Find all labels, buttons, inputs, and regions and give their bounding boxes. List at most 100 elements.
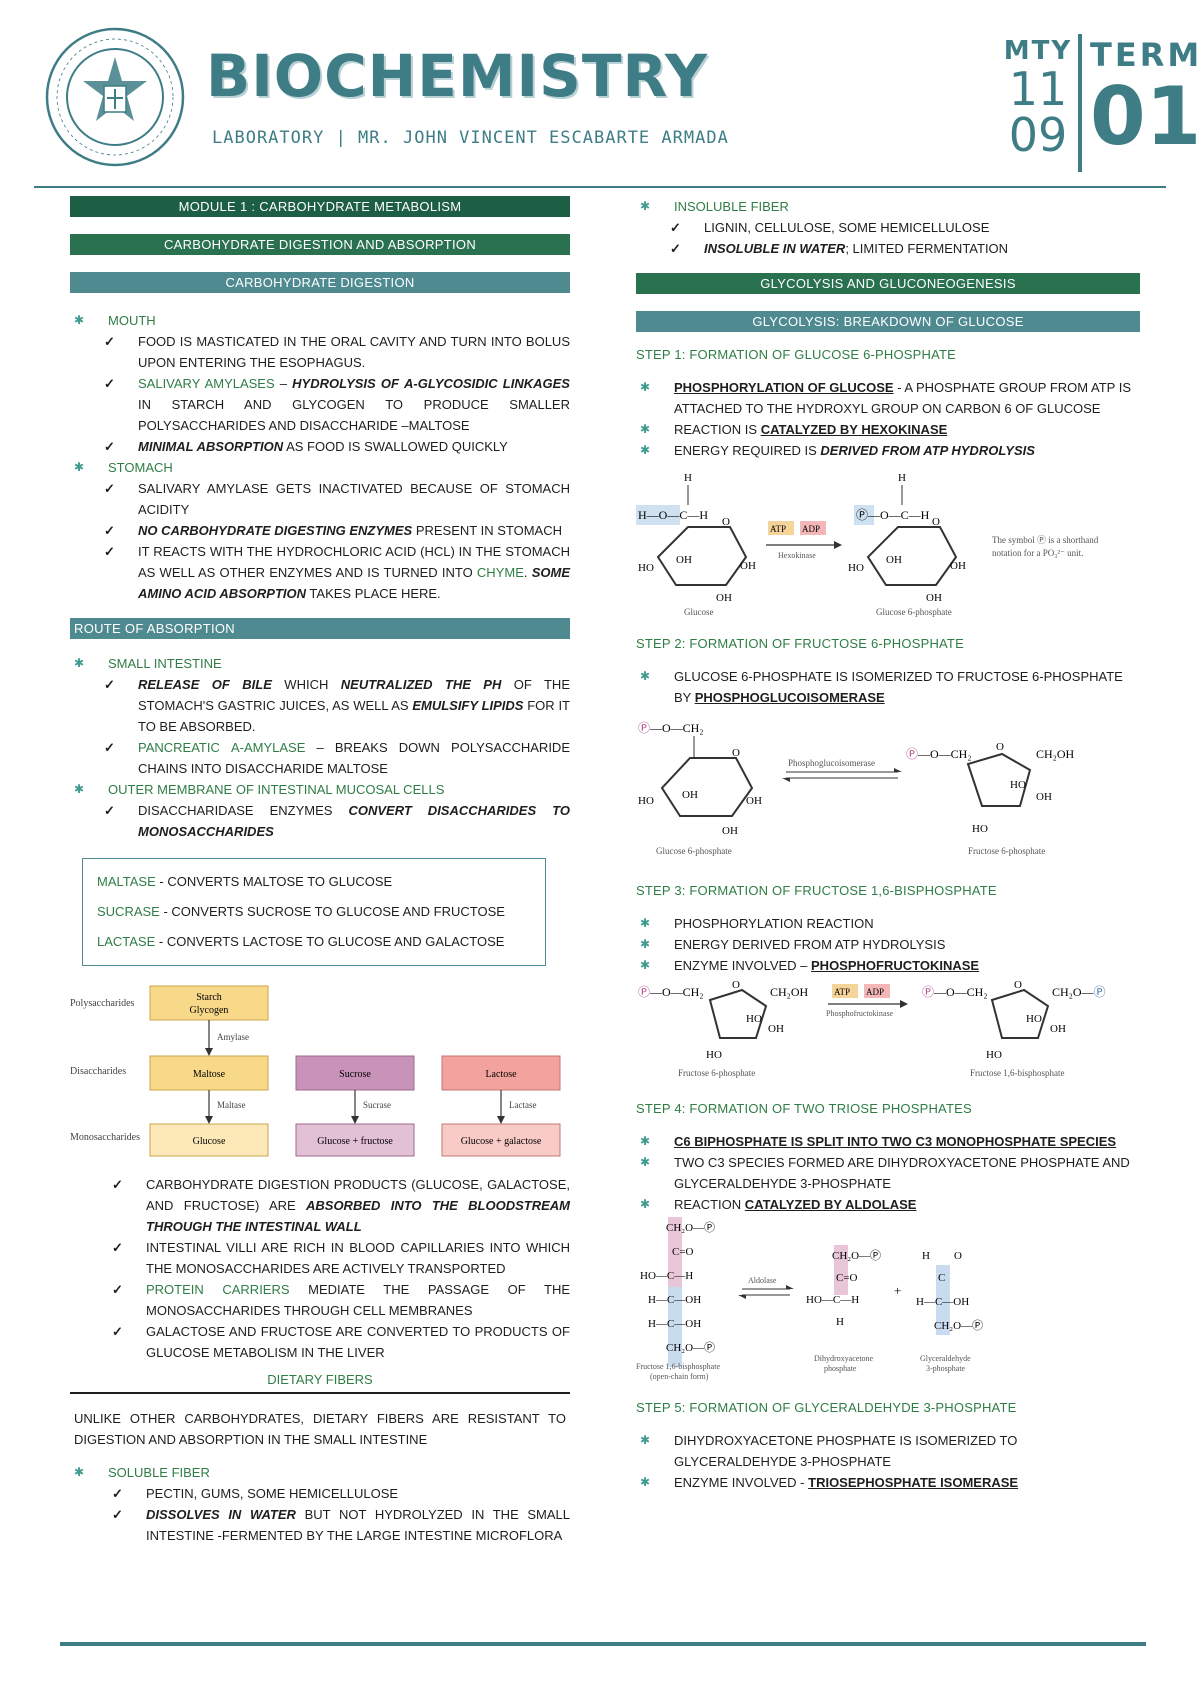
step3-reaction-figure: Ⓟ—O—CH₂ O CH₂OH HO OH HO Fructose 6-phos… <box>638 979 1106 1078</box>
list-item: LIGNIN, CELLULOSE, SOME HEMICELLULOSE <box>636 217 1140 238</box>
svg-text:OH: OH <box>1050 1023 1066 1035</box>
svg-text:O: O <box>722 516 730 528</box>
fructose6p-caption-2: Fructose 6-phosphate <box>678 1068 755 1078</box>
lactose-label: Lactose <box>485 1069 517 1080</box>
list-item: PANCREATIC Α-AMYLASE – BREAKS DOWN POLYS… <box>70 737 570 779</box>
list-item: INTESTINAL VILLI ARE RICH IN BLOOD CAPIL… <box>70 1237 570 1279</box>
adp-label-2: ADP <box>866 987 884 997</box>
svg-text:C=O: C=O <box>672 1246 694 1258</box>
list-item: PHOSPHORYLATION OF GLUCOSE - A PHOSPHATE… <box>636 377 1140 419</box>
open-chain-caption: (open-chain form) <box>650 1372 709 1381</box>
starch-label: Starch <box>196 992 222 1003</box>
svg-text:Ⓟ—O—CH₂: Ⓟ—O—CH₂ <box>638 721 704 735</box>
footer-divider <box>60 1642 1146 1646</box>
list-item: MINIMAL ABSORPTION AS FOOD IS SWALLOWED … <box>70 436 570 457</box>
svg-text:C=O: C=O <box>836 1272 858 1284</box>
term-number: 01 <box>1090 70 1200 163</box>
module-bar: MODULE 1 : CARBOHYDRATE METABOLISM <box>70 196 570 217</box>
mty-bottom-number: 09 <box>1008 108 1068 162</box>
glucose6p-caption-2: Glucose 6-phosphate <box>656 846 732 856</box>
step3-title: STEP 3: FORMATION OF FRUCTOSE 1,6-BISPHO… <box>636 883 997 898</box>
fructose16bp-caption: Fructose 1,6-bisphosphate <box>970 1068 1065 1078</box>
right-column: INSOLUBLE FIBER LIGNIN, CELLULOSE, SOME … <box>636 196 1140 1493</box>
svg-text:CH₂O—Ⓟ: CH₂O—Ⓟ <box>1052 985 1106 999</box>
hexokinase-label: Hexokinase <box>778 551 816 560</box>
mty-block: MTY 11 09 <box>1003 36 1073 158</box>
enzyme-box: MALTASE - CONVERTS MALTOSE TO GLUCOSE SU… <box>82 858 546 966</box>
stomach-heading: STOMACH <box>70 457 570 478</box>
g3p-caption-1: Glyceraldehyde <box>920 1354 971 1363</box>
svg-text:O: O <box>1014 979 1022 991</box>
svg-text:CH₂O—Ⓟ: CH₂O—Ⓟ <box>934 1319 983 1332</box>
list-item: ENERGY REQUIRED IS DERIVED FROM ATP HYDR… <box>636 440 1140 461</box>
svg-text:HO—C—H: HO—C—H <box>640 1270 693 1282</box>
step2-reaction-figure: Ⓟ—O—CH₂ O OH OH HO OH Glucose 6-phosphat… <box>638 721 1075 856</box>
svg-text:OH: OH <box>1036 791 1052 803</box>
amylase-label: Amylase <box>217 1032 249 1042</box>
svg-text:HO: HO <box>638 795 654 807</box>
small-intestine-heading: SMALL INTESTINE <box>70 653 570 674</box>
svg-text:CH₂O—Ⓟ: CH₂O—Ⓟ <box>666 1341 715 1354</box>
svg-text:H: H <box>898 472 906 484</box>
list-item: IT REACTS WITH THE HYDROCHLORIC ACID (HC… <box>70 541 570 604</box>
left-column: MODULE 1 : CARBOHYDRATE METABOLISM CARBO… <box>70 196 570 1546</box>
glucose-galactose-label: Glucose + galactose <box>461 1136 542 1147</box>
svg-text:HO: HO <box>848 562 864 574</box>
page-subtitle: LABORATORY | MR. JOHN VINCENT ESCABARTE … <box>212 128 729 148</box>
svg-text:HO: HO <box>972 823 988 835</box>
header-divider <box>34 186 1166 188</box>
list-item: PECTIN, GUMS, SOME HEMICELLULOSE <box>70 1483 570 1504</box>
svg-text:OH: OH <box>746 795 762 807</box>
svg-text:O: O <box>996 741 1004 753</box>
svg-text:CH₂O—Ⓟ: CH₂O—Ⓟ <box>832 1249 881 1262</box>
phosphofructokinase-label: Phosphofructokinase <box>826 1009 894 1018</box>
step1-reaction-figure: H—O—C—H H O OH OH HO OH Glucose ATP ADP … <box>636 472 1099 617</box>
svg-text:HO—C—H: HO—C—H <box>806 1294 859 1306</box>
list-item: CARBOHYDRATE DIGESTION PRODUCTS (GLUCOSE… <box>70 1174 570 1237</box>
list-item: REACTION CATALYZED BY ALDOLASE <box>636 1194 1140 1215</box>
svg-text:O: O <box>732 747 740 759</box>
svg-text:OH: OH <box>716 592 732 604</box>
svg-text:Ⓟ—O—CH₂: Ⓟ—O—CH₂ <box>922 985 988 999</box>
maltase-label: Maltase <box>217 1100 246 1110</box>
atp-label: ATP <box>770 524 786 534</box>
digestion-bar: CARBOHYDRATE DIGESTION <box>70 272 570 293</box>
list-item: RELEASE OF BILE WHICH NEUTRALIZED THE PH… <box>70 674 570 737</box>
svg-text:OH: OH <box>740 560 756 572</box>
list-item: FOOD IS MASTICATED IN THE ORAL CAVITY AN… <box>70 331 570 373</box>
enzyme-row-lactase: LACTASE - CONVERTS LACTOSE TO GLUCOSE AN… <box>97 934 505 949</box>
mouth-heading: MOUTH <box>70 310 570 331</box>
enzyme-row-maltase: MALTASE - CONVERTS MALTOSE TO GLUCOSE <box>97 874 393 889</box>
svg-text:H—C—OH: H—C—OH <box>916 1296 969 1308</box>
sucrase-label: Sucrase <box>363 1100 391 1110</box>
svg-text:OH: OH <box>886 554 902 566</box>
svg-text:H—O—C—H: H—O—C—H <box>638 508 708 522</box>
glucose-caption: Glucose <box>684 607 714 617</box>
svg-text:OH: OH <box>682 789 698 801</box>
glycogen-label: Glycogen <box>190 1005 229 1016</box>
svg-text:HO: HO <box>706 1049 722 1061</box>
svg-text:HO: HO <box>986 1049 1002 1061</box>
svg-text:OH: OH <box>926 592 942 604</box>
list-item: DIHYDROXYACETONE PHOSPHATE IS ISOMERIZED… <box>636 1430 1140 1472</box>
list-item: PHOSPHORYLATION REACTION <box>636 913 1140 934</box>
list-item: REACTION IS CATALYZED BY HEXOKINASE <box>636 419 1140 440</box>
svg-text:HO: HO <box>638 562 654 574</box>
svg-text:CH₂OH: CH₂OH <box>770 985 809 999</box>
list-item: INSOLUBLE IN WATER; LIMITED FERMENTATION <box>636 238 1140 259</box>
svg-text:CH₂OH: CH₂OH <box>1036 747 1075 761</box>
svg-text:H—C—OH: H—C—OH <box>648 1294 701 1306</box>
svg-text:O: O <box>732 979 740 991</box>
mty-top-number: 11 <box>1008 62 1068 116</box>
svg-text:H: H <box>684 472 692 484</box>
step4-title: STEP 4: FORMATION OF TWO TRIOSE PHOSPHAT… <box>636 1101 972 1116</box>
lactase-label: Lactase <box>509 1100 536 1110</box>
list-item: GLUCOSE 6-PHOSPHATE IS ISOMERIZED TO FRU… <box>636 666 1140 708</box>
svg-text:O: O <box>932 516 940 528</box>
glucose-fructose-label: Glucose + fructose <box>317 1136 393 1147</box>
atp-label-2: ATP <box>834 987 850 997</box>
sucrose-label: Sucrose <box>339 1069 371 1080</box>
phosphate-note-line1: The symbol Ⓟ is a shorthand <box>992 535 1099 545</box>
step1-title: STEP 1: FORMATION OF GLUCOSE 6-PHOSPHATE <box>636 347 957 362</box>
mty-label: MTY <box>1003 36 1073 66</box>
